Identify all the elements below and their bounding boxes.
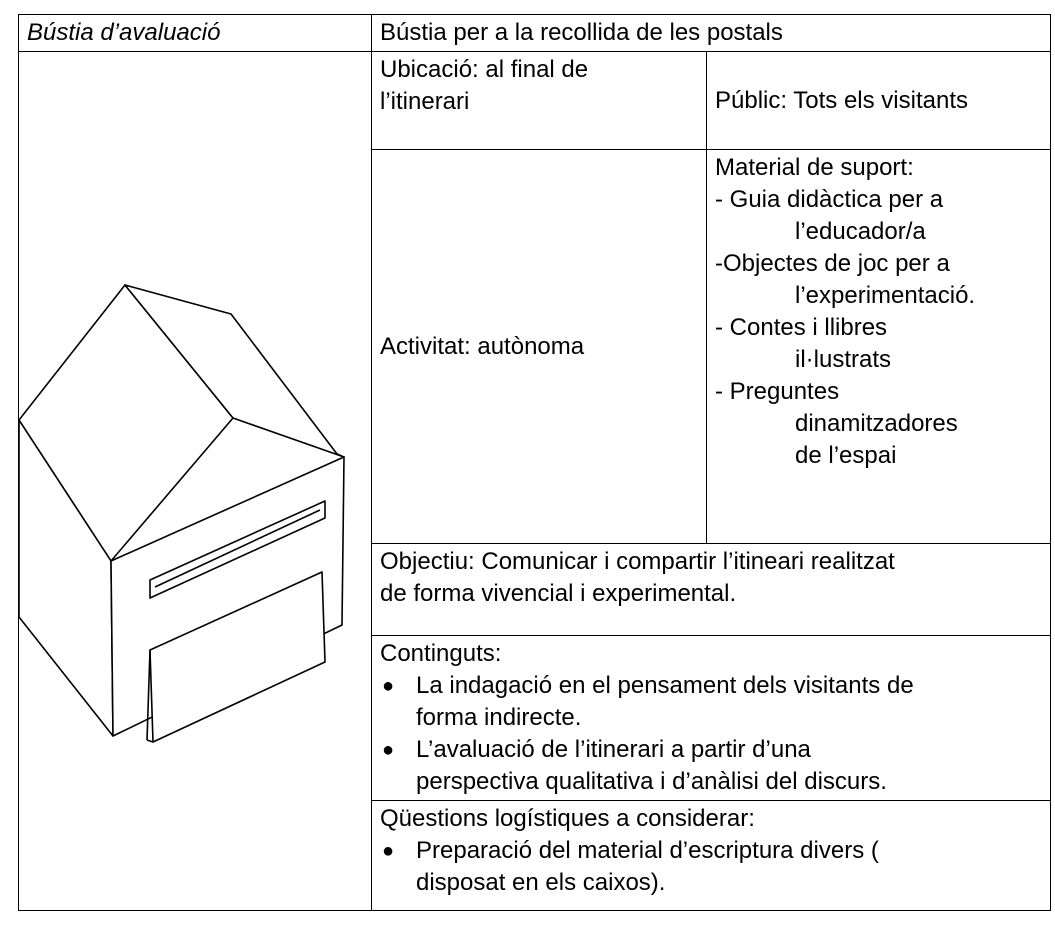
list-item-line: Preparació del material d’escriptura div…: [416, 837, 879, 864]
support-material-line: - Contes i llibres: [715, 314, 888, 341]
support-material-title: Material de suport:: [715, 154, 914, 181]
list-item: Preparació del material d’escriptura div…: [380, 835, 1042, 899]
support-material-line: de l’espai: [795, 442, 897, 469]
contents-list: La indagació en el pensament dels visita…: [380, 670, 1042, 798]
activity-title: Bústia d’avaluació: [18, 14, 372, 52]
activity-description: Bústia per a la recollida de les postals: [370, 14, 1052, 52]
location-line-2: l’itinerari: [380, 88, 470, 115]
list-item: L’avaluació de l’itinerari a partir d’un…: [380, 734, 1042, 798]
logistics-title: Qüestions logístiques a considerar:: [380, 805, 755, 832]
support-material-line: -Objectes de joc per a: [715, 250, 950, 277]
location-line-1: Ubicació: al final de: [380, 56, 589, 83]
list-item: La indagació en el pensament dels visita…: [380, 670, 1042, 734]
audience-cell: Públic: Tots els visitants: [705, 51, 1052, 150]
list-item-line: La indagació en el pensament dels visita…: [416, 672, 914, 699]
list-item-line: forma indirecte.: [416, 704, 582, 731]
objective-line-1: Objectiu: Comunicar i compartir l’itinea…: [380, 548, 895, 575]
activity-type-cell: Activitat: autònoma: [371, 149, 707, 544]
location-cell: Ubicació: al final de l’itinerari: [371, 51, 707, 150]
objective-line-2: de forma vivencial i experimental.: [380, 580, 737, 607]
support-material-line: - Preguntes: [715, 378, 840, 405]
logistics-cell: Qüestions logístiques a considerar: Prep…: [370, 800, 1052, 911]
illustration-cell: [18, 51, 372, 911]
support-material-line: il·lustrats: [795, 346, 892, 373]
activity-sheet-table: Bústia d’avaluació Bústia per a la recol…: [18, 14, 1052, 911]
support-material-line: l’experimentació.: [795, 282, 976, 309]
support-material-line: l’educador/a: [795, 218, 926, 245]
support-material-line: dinamitzadores: [795, 410, 958, 437]
contents-cell: Continguts: La indagació en el pensament…: [370, 635, 1052, 801]
contents-title: Continguts:: [380, 640, 502, 667]
logistics-list: Preparació del material d’escriptura div…: [380, 835, 1042, 899]
mailbox-house-icon: [19, 284, 345, 743]
list-item-line: L’avaluació de l’itinerari a partir d’un…: [416, 736, 811, 763]
list-item-line: disposat en els caixos).: [416, 869, 666, 896]
support-material-cell: Material de suport: - Guia didàctica per…: [705, 149, 1052, 544]
support-material-line: - Guia didàctica per a: [715, 186, 944, 213]
list-item-line: perspectiva qualitativa i d’anàlisi del …: [416, 768, 887, 795]
objective-cell: Objectiu: Comunicar i compartir l’itinea…: [370, 543, 1052, 636]
